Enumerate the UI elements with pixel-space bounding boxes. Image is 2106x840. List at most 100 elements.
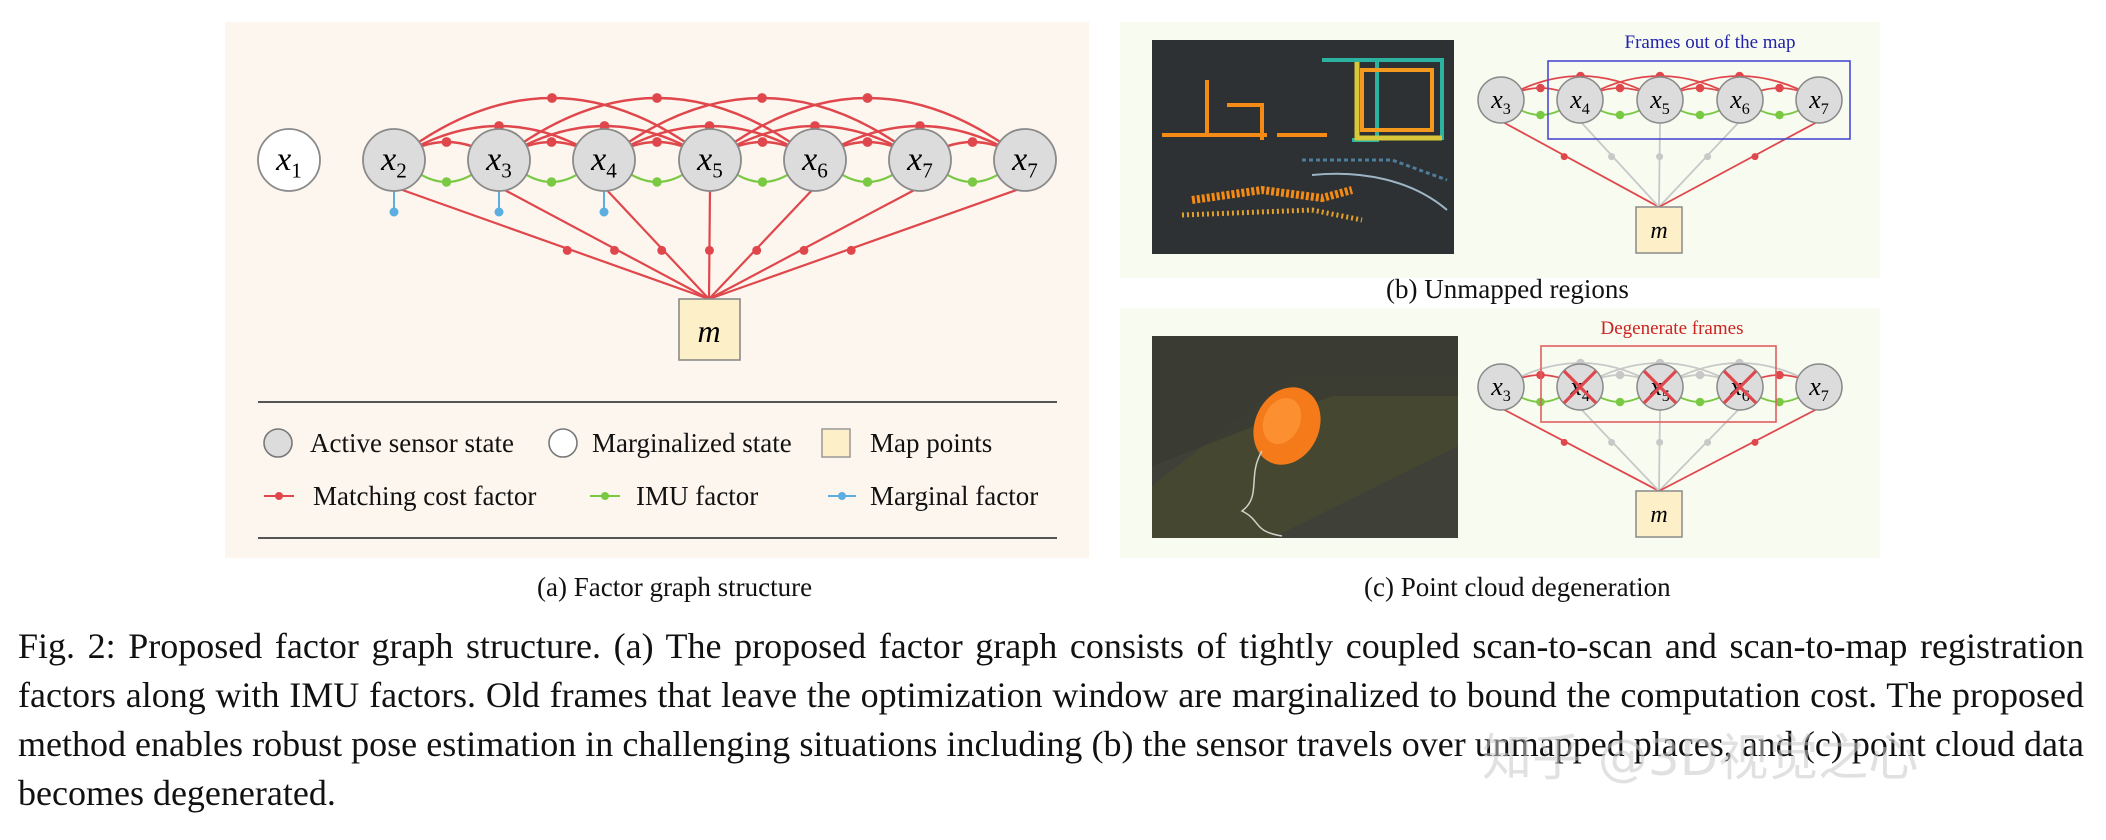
- panel-b-map-label: m: [1650, 218, 1667, 244]
- matching-arc-near-factor: [1695, 83, 1705, 93]
- map-edge: [1658, 407, 1741, 492]
- caption-b: (b) Unmapped regions: [1386, 274, 1629, 304]
- state-node: [1477, 76, 1525, 124]
- panel-a-edges: [389, 93, 1026, 301]
- state-node-marginalized: [257, 128, 321, 192]
- state-node-active: [678, 128, 742, 192]
- panel-a-map-label: m: [697, 313, 720, 349]
- legend-active-swatch: [263, 428, 293, 458]
- legend-map-label: Map points: [870, 428, 993, 458]
- map-edge-factor: [1704, 438, 1712, 446]
- state-node-label: x6: [1729, 85, 1750, 118]
- state-node-active: [888, 128, 952, 192]
- unmapped-region-photo: [1152, 40, 1454, 254]
- matching-arc-near-factor: [1775, 83, 1784, 93]
- state-node-label: x1: [275, 141, 302, 182]
- map-edge-factor: [1751, 153, 1759, 161]
- imu-edge-factor: [441, 177, 452, 187]
- degenerate-region-photo: [1152, 336, 1458, 538]
- state-node-active: [572, 128, 636, 192]
- matching-arc-far: [498, 96, 816, 161]
- state-node-label: x7: [1808, 372, 1829, 405]
- imu-edge-factor: [862, 177, 873, 187]
- state-node-active: [993, 128, 1057, 192]
- caption-a: (a) Factor graph structure: [537, 572, 813, 602]
- degenerate-frames-label: Degenerate frames: [1601, 318, 1744, 339]
- state-node-active: [467, 128, 531, 192]
- degenerate-cross-icon: [1642, 369, 1678, 405]
- imu-edge-factor: [1615, 397, 1625, 407]
- degenerate-cross-icon: [1722, 369, 1758, 405]
- matching-arc-near-factor: [862, 137, 873, 147]
- map-edge: [708, 186, 816, 300]
- marginal-factor: [389, 207, 399, 217]
- panel-c-map-label: m: [1650, 502, 1667, 528]
- imu-edge-factor: [1775, 110, 1784, 120]
- map-edge: [393, 185, 710, 301]
- map-edge-factor: [1560, 153, 1568, 161]
- map-edge: [498, 186, 710, 300]
- map-edge: [1658, 407, 1820, 492]
- panel-a-background: [225, 22, 1089, 558]
- panel-b-map-node: [1635, 206, 1683, 254]
- map-edge-factor: [799, 245, 809, 255]
- panel-a-map-node: [678, 298, 741, 361]
- state-node: [1795, 363, 1843, 411]
- matching-arc-near-factor: [546, 137, 557, 147]
- marginal-factor: [494, 207, 504, 217]
- matching-arc-near-factor: [1775, 370, 1784, 380]
- map-edge-factor: [610, 245, 619, 255]
- imu-edge-factor: [1695, 397, 1705, 407]
- degenerate-frames-box: [1540, 345, 1777, 423]
- state-node-label: x6: [801, 141, 828, 182]
- matching-arc-far-factor: [757, 93, 767, 103]
- map-edge: [1579, 120, 1660, 208]
- matching-arc-near-factor: [1615, 370, 1625, 380]
- legend-marginalized-label: Marginalized state: [592, 428, 792, 458]
- state-node: [1795, 76, 1843, 124]
- map-edge: [1658, 120, 1661, 208]
- matching-arc-near-factor: [1695, 370, 1705, 380]
- map-edge-factor: [704, 245, 714, 255]
- map-edge: [707, 186, 712, 300]
- figure-caption: Fig. 2: Proposed factor graph structure.…: [18, 626, 2084, 813]
- imu-edge-factor: [652, 177, 662, 187]
- map-edge-factor: [1608, 438, 1616, 446]
- map-edge: [708, 186, 921, 300]
- map-edge: [1579, 407, 1660, 492]
- imu-edge-factor: [1775, 397, 1784, 407]
- frames-out-of-map-label: Frames out of the map: [1625, 32, 1796, 53]
- state-node-active: [362, 128, 426, 192]
- matching-arc-far-factor: [862, 93, 873, 103]
- map-edge: [1658, 120, 1820, 208]
- map-edge-factor: [657, 245, 667, 255]
- state-node: [1556, 76, 1604, 124]
- imu-edge-factor: [546, 177, 557, 187]
- state-node-label: x2: [380, 141, 407, 182]
- map-edge-factor: [1704, 153, 1712, 161]
- map-edge: [1500, 120, 1660, 208]
- legend-map-swatch: [821, 428, 851, 458]
- watermark: 知乎 @3D视觉之心: [1482, 729, 1919, 787]
- state-node-label: x7: [906, 141, 933, 182]
- state-node-label: x7: [1808, 85, 1829, 118]
- degenerate-cross-icon: [1562, 369, 1598, 405]
- matching-arc-far: [603, 96, 921, 161]
- matching-arc-near-factor: [652, 137, 662, 147]
- map-edge: [708, 185, 1026, 301]
- map-edge: [603, 186, 710, 300]
- marginal-factor: [599, 207, 609, 217]
- legend-matching-label: Matching cost factor: [313, 481, 537, 511]
- map-edge-factor: [1656, 438, 1664, 446]
- map-edge-factor: [562, 245, 572, 255]
- matching-arc-far-factor: [652, 93, 662, 103]
- map-edge: [1658, 120, 1741, 208]
- map-edge-factor: [1751, 438, 1759, 446]
- matching-arc-near-factor: [441, 137, 452, 147]
- state-node-label: x4: [590, 141, 617, 182]
- state-node: [1716, 76, 1764, 124]
- state-node-label: x3: [1490, 85, 1511, 118]
- matching-arc-far: [709, 96, 1026, 161]
